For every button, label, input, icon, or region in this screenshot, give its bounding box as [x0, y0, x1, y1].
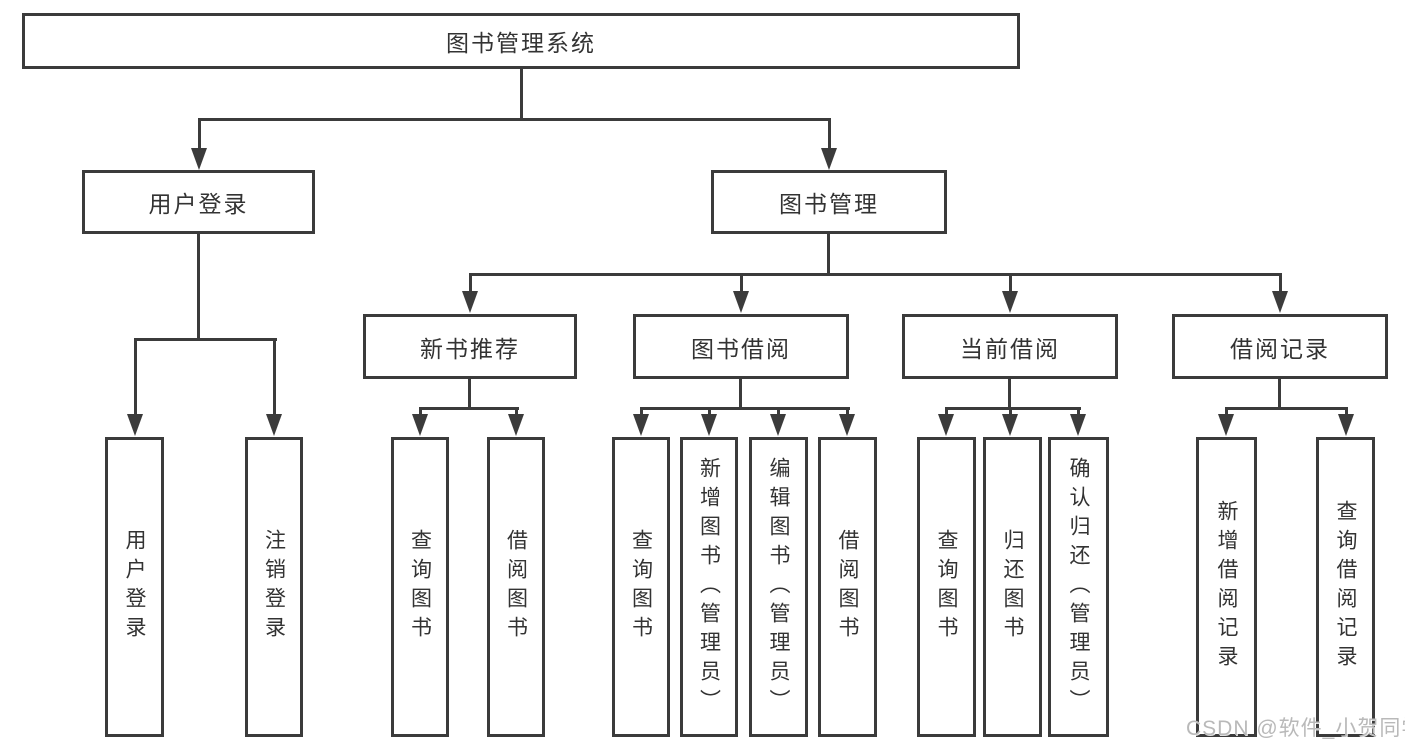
connector-records-stem	[1278, 379, 1281, 410]
arrow-to-borrow-records	[1272, 273, 1288, 313]
connector-level3-bus	[469, 273, 1281, 276]
leaf-recommend-borrow-book: 借阅图书	[487, 437, 545, 737]
leaf-current-return-book-label: 归还图书	[1001, 529, 1024, 645]
node-book-management: 图书管理	[711, 170, 947, 234]
node-book-management-label: 图书管理	[779, 191, 879, 217]
leaf-current-return-book: 归还图书	[983, 437, 1042, 737]
leaf-records-query-record: 查询借阅记录	[1316, 437, 1375, 737]
connector-book-management-stem	[827, 234, 830, 276]
node-current-borrow: 当前借阅	[902, 314, 1118, 379]
connector-user-login-bus	[134, 338, 277, 341]
arrow-to-book-borrow	[733, 273, 749, 313]
connector-current-bus	[945, 407, 1081, 410]
node-current-borrow-label: 当前借阅	[960, 335, 1060, 362]
arrow-current-confirm-return	[1070, 407, 1086, 436]
connector-borrow-stem	[739, 379, 742, 410]
leaf-current-confirm-return-admin-label: 确认归还（管理员）	[1067, 456, 1090, 718]
leaf-borrow-borrow-book-label: 借阅图书	[836, 529, 859, 645]
connector-root-stem	[520, 69, 523, 120]
arrow-borrow-borrow-book	[839, 407, 855, 436]
node-new-book-recommend: 新书推荐	[363, 314, 577, 379]
leaf-borrow-query-book: 查询图书	[612, 437, 670, 737]
leaf-user-login: 用户登录	[105, 437, 164, 737]
arrow-current-query-book	[938, 407, 954, 436]
node-user-login-label: 用户登录	[148, 191, 249, 217]
arrow-borrow-add-book	[701, 407, 717, 436]
node-book-borrow-label: 图书借阅	[691, 335, 791, 362]
leaf-current-query-book: 查询图书	[917, 437, 976, 737]
arrow-to-leaf-logout	[266, 338, 282, 436]
arrow-recommend-borrow-book	[508, 407, 524, 436]
leaf-logout-login-label: 注销登录	[262, 529, 286, 645]
leaf-borrow-borrow-book: 借阅图书	[818, 437, 877, 737]
arrow-recommend-query-book	[412, 407, 428, 436]
node-library-system: 图书管理系统	[22, 13, 1020, 69]
leaf-logout-login: 注销登录	[245, 437, 303, 737]
leaf-borrow-add-book-admin: 新增图书（管理员）	[680, 437, 738, 737]
connector-user-login-stem	[197, 234, 200, 341]
node-borrow-records: 借阅记录	[1172, 314, 1388, 379]
connector-records-bus	[1225, 407, 1348, 410]
arrow-borrow-query-book	[633, 407, 649, 436]
node-borrow-records-label: 借阅记录	[1230, 335, 1330, 362]
node-book-borrow: 图书借阅	[633, 314, 849, 379]
leaf-borrow-add-book-admin-label: 新增图书（管理员）	[697, 456, 721, 718]
arrow-to-leaf-user-login	[127, 338, 143, 436]
arrow-to-new-book-recommend	[462, 273, 478, 313]
leaf-records-add-record-label: 新增借阅记录	[1215, 500, 1238, 674]
arrow-records-query-record	[1338, 407, 1354, 436]
arrow-to-book-management	[821, 118, 837, 170]
leaf-user-login-label: 用户登录	[123, 529, 146, 645]
arrow-borrow-edit-book	[770, 407, 786, 436]
arrow-current-return-book	[1002, 407, 1018, 436]
connector-recommend-stem	[468, 379, 471, 410]
connector-recommend-bus	[419, 407, 519, 410]
leaf-current-query-book-label: 查询图书	[935, 529, 958, 645]
arrow-records-add-record	[1218, 407, 1234, 436]
leaf-borrow-edit-book-admin-label: 编辑图书（管理员）	[767, 456, 790, 718]
connector-level2-bus	[198, 118, 831, 121]
leaf-records-query-record-label: 查询借阅记录	[1334, 500, 1357, 674]
node-library-system-label: 图书管理系统	[446, 30, 596, 56]
leaf-recommend-query-book-label: 查询图书	[408, 529, 432, 645]
arrow-to-user-login	[191, 118, 207, 170]
leaf-records-add-record: 新增借阅记录	[1196, 437, 1257, 737]
csdn-watermark: CSDN @软件_小贺同学	[1186, 717, 1405, 740]
node-new-book-recommend-label: 新书推荐	[420, 335, 520, 362]
leaf-borrow-query-book-label: 查询图书	[629, 529, 653, 645]
leaf-current-confirm-return-admin: 确认归还（管理员）	[1048, 437, 1109, 737]
leaf-borrow-edit-book-admin: 编辑图书（管理员）	[749, 437, 808, 737]
connector-current-stem	[1008, 379, 1011, 410]
leaf-recommend-borrow-book-label: 借阅图书	[504, 529, 528, 645]
arrow-to-current-borrow	[1002, 273, 1018, 313]
leaf-recommend-query-book: 查询图书	[391, 437, 449, 737]
node-user-login: 用户登录	[82, 170, 315, 234]
connector-borrow-bus	[640, 407, 850, 410]
